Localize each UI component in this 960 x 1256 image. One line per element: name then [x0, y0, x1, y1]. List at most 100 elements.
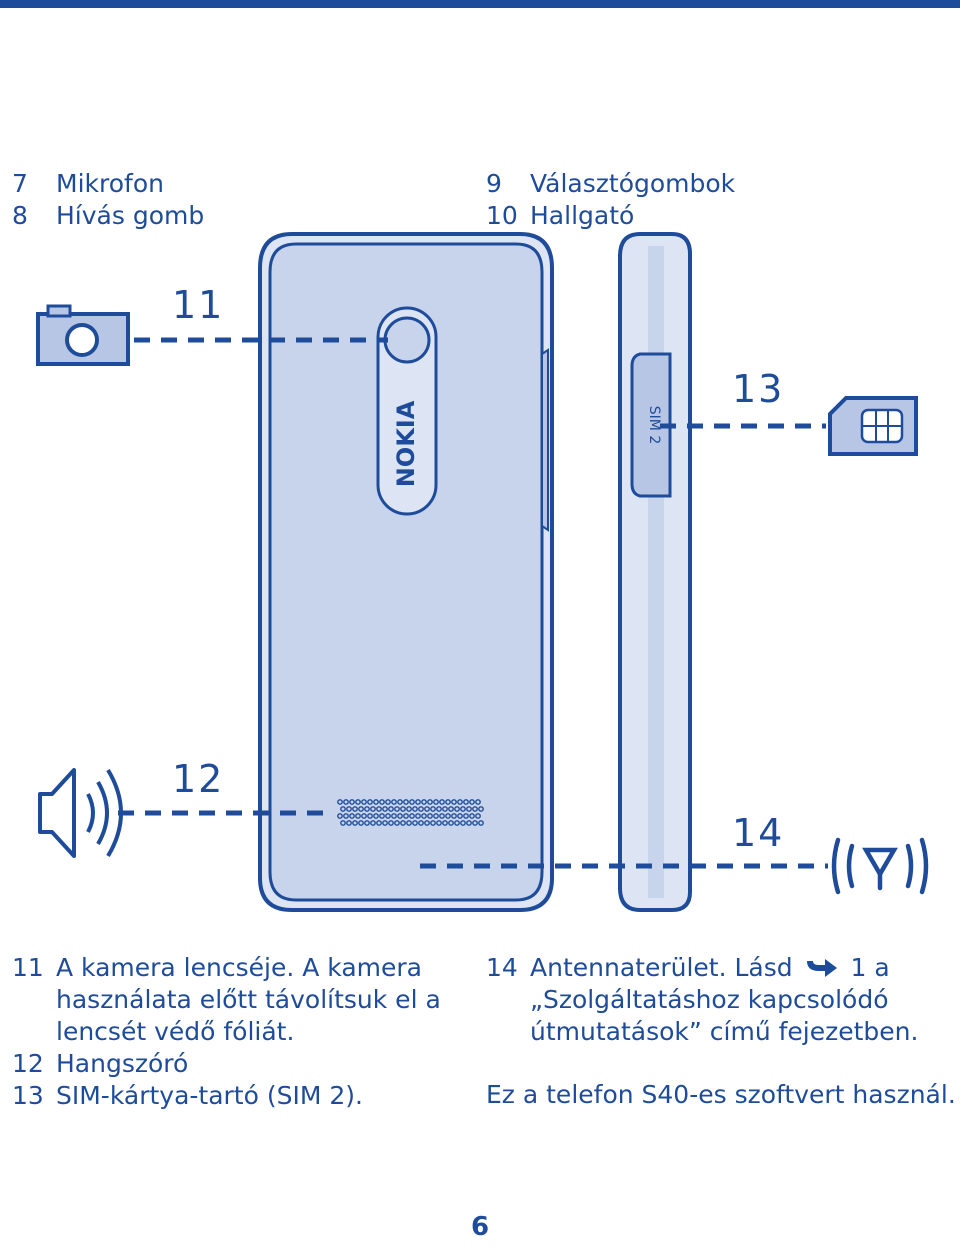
- arrow-right-icon: [806, 959, 837, 977]
- legend-text: Választógombok: [530, 169, 736, 198]
- grill-hole: [397, 799, 403, 805]
- callout-13: 13: [732, 367, 784, 411]
- grill-hole: [403, 799, 409, 805]
- grill-hole: [352, 806, 358, 812]
- page-number: 6: [470, 1212, 490, 1242]
- legend-num: 12: [12, 1049, 44, 1078]
- grill-hole: [430, 820, 436, 826]
- grill-hole: [337, 799, 343, 805]
- speaker-grill: [337, 799, 484, 826]
- legend-text: Hangszóró: [56, 1049, 189, 1078]
- grill-hole: [457, 813, 463, 819]
- grill-hole: [349, 799, 355, 805]
- grill-hole: [394, 806, 400, 812]
- grill-hole: [382, 806, 388, 812]
- grill-hole: [358, 820, 364, 826]
- grill-hole: [460, 806, 466, 812]
- grill-hole: [466, 806, 472, 812]
- grill-hole: [340, 806, 346, 812]
- grill-hole: [427, 813, 433, 819]
- legend-num: 9: [486, 169, 502, 198]
- grill-hole: [469, 799, 475, 805]
- legend-text: SIM-kártya-tartó (SIM 2).: [56, 1081, 363, 1110]
- grill-hole: [448, 820, 454, 826]
- grill-hole: [406, 806, 412, 812]
- grill-hole: [475, 813, 481, 819]
- grill-hole: [463, 813, 469, 819]
- grill-hole: [448, 806, 454, 812]
- grill-hole: [403, 813, 409, 819]
- legend-text-before: Antennaterület. Lásd: [530, 953, 793, 982]
- grill-hole: [451, 813, 457, 819]
- legend-bottom-right: 14 Antennaterület. Lásd 1 a „Szolgáltatá…: [486, 952, 946, 1048]
- sim-slot: [630, 352, 672, 498]
- camera-module: [376, 306, 438, 516]
- grill-hole: [436, 820, 442, 826]
- grill-hole: [463, 799, 469, 805]
- grill-hole: [373, 813, 379, 819]
- grill-hole: [343, 799, 349, 805]
- legend-text-after: 1 a „Szolgáltatáshoz kapcsolódó útmutatá…: [530, 953, 919, 1046]
- grill-hole: [346, 806, 352, 812]
- grill-hole: [373, 799, 379, 805]
- grill-hole: [376, 806, 382, 812]
- grill-hole: [355, 813, 361, 819]
- grill-hole: [457, 799, 463, 805]
- callout-12: 12: [172, 757, 224, 801]
- grill-hole: [385, 813, 391, 819]
- phone-figure: NOKIA SIM 2 11 13 12: [36, 232, 929, 912]
- grill-hole: [364, 806, 370, 812]
- legend-num: 13: [12, 1081, 44, 1110]
- grill-hole: [472, 820, 478, 826]
- legend-num: 8: [12, 201, 28, 230]
- grill-hole: [385, 799, 391, 805]
- legend-num: 10: [486, 201, 518, 230]
- legend-item: 9 Választógombok: [486, 168, 735, 200]
- software-note: Ez a telefon S40-es szoftvert használ.: [486, 1080, 956, 1109]
- grill-hole: [439, 813, 445, 819]
- grill-hole: [391, 799, 397, 805]
- grill-hole: [409, 813, 415, 819]
- grill-hole: [409, 799, 415, 805]
- grill-hole: [478, 806, 484, 812]
- grill-hole: [421, 799, 427, 805]
- grill-hole: [460, 820, 466, 826]
- phone-back: NOKIA: [258, 232, 554, 912]
- grill-hole: [346, 820, 352, 826]
- grill-hole: [430, 806, 436, 812]
- grill-hole: [364, 820, 370, 826]
- legend-item: 13 SIM-kártya-tartó (SIM 2).: [12, 1080, 462, 1112]
- grill-hole: [475, 799, 481, 805]
- grill-hole: [454, 806, 460, 812]
- grill-hole: [352, 820, 358, 826]
- grill-hole: [382, 820, 388, 826]
- grill-hole: [367, 799, 373, 805]
- grill-hole: [427, 799, 433, 805]
- grill-hole: [379, 813, 385, 819]
- grill-hole: [388, 820, 394, 826]
- sim-card-icon: [828, 396, 918, 456]
- grill-hole: [379, 799, 385, 805]
- grill-hole: [394, 820, 400, 826]
- grill-hole: [421, 813, 427, 819]
- grill-hole: [400, 820, 406, 826]
- brand-logo: NOKIA: [392, 400, 420, 487]
- grill-hole: [424, 806, 430, 812]
- top-rule: [0, 0, 960, 8]
- grill-hole: [361, 813, 367, 819]
- callout-11: 11: [172, 283, 224, 327]
- grill-hole: [367, 813, 373, 819]
- grill-hole: [361, 799, 367, 805]
- grill-hole: [418, 820, 424, 826]
- grill-hole: [343, 813, 349, 819]
- grill-hole: [358, 806, 364, 812]
- legend-item: 12 Hangszóró: [12, 1048, 462, 1080]
- grill-hole: [340, 820, 346, 826]
- grill-hole: [397, 813, 403, 819]
